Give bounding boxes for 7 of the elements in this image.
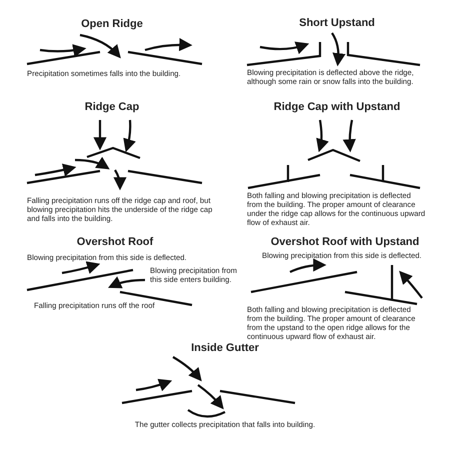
- section-title: Inside Gutter: [190, 342, 260, 354]
- section-title: Short Upstand: [298, 17, 376, 29]
- section-title: Overshot Roof: [76, 236, 154, 248]
- section-title: Overshot Roof with Upstand: [270, 236, 420, 248]
- section-title: Ridge Cap: [84, 101, 140, 113]
- section-title: Ridge Cap with Upstand: [272, 101, 402, 113]
- section-title: Open Ridge: [80, 18, 144, 30]
